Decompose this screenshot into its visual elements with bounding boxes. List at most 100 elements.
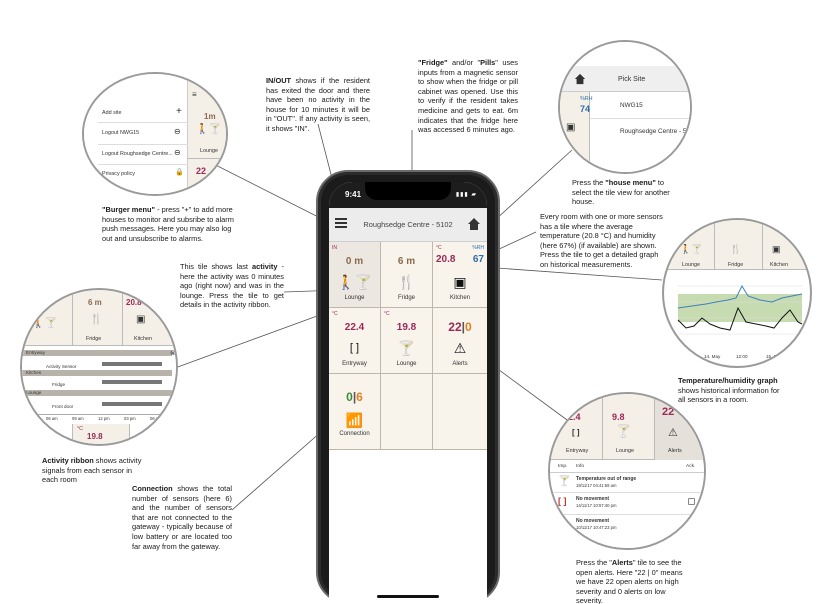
menu-logout-roughsedge[interactable]: Logout Roughsedge Centre... bbox=[102, 151, 173, 157]
lounge-temp: 19.8 bbox=[87, 432, 103, 441]
status-time: 9:41 bbox=[345, 190, 362, 199]
tile-label: Kitchen bbox=[134, 336, 152, 342]
line-graph bbox=[496, 267, 663, 281]
alerts-tiles: 2.4 [ ] Entryway 9.8 🍸 Lounge 22 ⚠ Alert… bbox=[550, 394, 704, 460]
warning-icon: ⚠ bbox=[453, 340, 467, 356]
phone-frame: 9:41 ▮▮▮ ▰ Roughsedge Centre - 5102 IN 0… bbox=[316, 170, 500, 604]
cocktail-icon: 🍸 bbox=[616, 424, 631, 438]
alerts-count: 22|0 bbox=[448, 320, 472, 334]
hum-unit: %RH bbox=[472, 245, 484, 251]
house-menu-icon[interactable] bbox=[467, 217, 481, 231]
signal-icon: ▮▮▮ ▰ bbox=[455, 192, 477, 198]
site-item[interactable]: Roughsedge Centre - 51 bbox=[620, 128, 690, 135]
ribbon-time: 06 am bbox=[46, 416, 58, 421]
tile-label: Fridge bbox=[728, 262, 744, 268]
ribbon-time: 06 pm bbox=[150, 416, 162, 421]
ribbon-room: Entryway bbox=[26, 350, 45, 355]
tile-label: Fridge bbox=[86, 336, 102, 342]
plus-icon[interactable]: + bbox=[176, 106, 182, 117]
burger-bg-tiles: ≡ 1m 🚶🍸 Lounge 22 bbox=[188, 74, 226, 194]
tile-value: 1m bbox=[204, 112, 216, 121]
ack-checkbox[interactable] bbox=[688, 498, 695, 505]
menu-privacy-policy[interactable]: Privacy policy bbox=[102, 171, 135, 177]
person-cocktail-icon: 🚶🍸 bbox=[32, 318, 57, 329]
close-icon[interactable]: ⊗ bbox=[170, 350, 176, 357]
note-house-menu: Press the "house menu" to select the til… bbox=[572, 178, 670, 207]
temp-unit: °C bbox=[436, 245, 442, 251]
note-burger-menu: "Burger menu" - press "+" to add more ho… bbox=[102, 205, 234, 243]
alert-date: 19/11/17 04:41:59 am bbox=[576, 483, 617, 488]
fork-knife-icon: 🍴 bbox=[397, 274, 416, 290]
site-title: Roughsedge Centre - 5102 bbox=[363, 220, 453, 229]
tile-connection[interactable]: 0|6 📶 Connection bbox=[329, 374, 381, 450]
app-header: Roughsedge Centre - 5102 bbox=[329, 208, 487, 242]
note-in-out: IN/OUT shows if the resident has exited … bbox=[266, 76, 370, 133]
tile-label: Lounge bbox=[616, 448, 634, 454]
tile-kitchen[interactable]: °C %RH 20.8 67 ▣ Kitchen bbox=[433, 242, 487, 308]
lounge-temp: 19.8 bbox=[396, 322, 417, 333]
door-sensor-icon: [ ] bbox=[558, 496, 567, 506]
cocktail-icon: 🍸 bbox=[397, 340, 416, 356]
oven-icon: ▣ bbox=[566, 122, 576, 133]
pick-site-panel: Pick Site %RH 74 ▣ NWG15 Roughsedge Cent… bbox=[560, 42, 690, 172]
note-fridge-pills: "Fridge" and/or "Pills" uses inputs from… bbox=[418, 58, 518, 135]
logout-icon[interactable]: ⊖ bbox=[174, 148, 181, 157]
alert-title[interactable]: Temperature out of range bbox=[576, 476, 637, 482]
logout-icon[interactable]: ⊖ bbox=[174, 127, 181, 136]
hum-value: 74 bbox=[580, 104, 591, 114]
alerts-high: 22 bbox=[662, 406, 675, 418]
graph-zoom: 🚶🍸 Lounge 🍴 Fridge ▣ Kitchen 14. May 12:… bbox=[662, 218, 812, 368]
burger-menu-icon[interactable] bbox=[335, 218, 347, 228]
oven-icon: ▣ bbox=[136, 314, 146, 325]
fridge-minutes: 6 m bbox=[397, 256, 416, 267]
thermometer-icon: 🍸 bbox=[558, 476, 571, 487]
tile-lounge-activity[interactable]: IN 0 m 🚶🍸 Lounge bbox=[329, 242, 381, 308]
tile-alerts[interactable]: 22|0 ⚠ Alerts bbox=[433, 308, 487, 374]
tile-grid: IN 0 m 🚶🍸 Lounge 6 m 🍴 Fridge °C %RH 20.… bbox=[329, 242, 487, 450]
alert-title[interactable]: No movement bbox=[576, 518, 610, 524]
tile-empty bbox=[381, 374, 433, 450]
activity-minutes: 0 m bbox=[345, 256, 364, 267]
col-ack: Ack. bbox=[686, 464, 696, 469]
house-menu-zoom: Pick Site %RH 74 ▣ NWG15 Roughsedge Cent… bbox=[558, 40, 692, 174]
entryway-temp: 22.4 bbox=[344, 322, 365, 333]
entryway-temp: 2.4 bbox=[568, 412, 581, 422]
person-cocktail-icon: 🚶🍸 bbox=[196, 124, 221, 135]
ribbon-room: Kitchen bbox=[26, 370, 42, 375]
tile-label: Lounge bbox=[200, 148, 218, 154]
connection-count: 0|6 bbox=[346, 390, 363, 404]
tile-label: Alerts bbox=[668, 448, 682, 454]
menu-add-site[interactable]: Add site bbox=[102, 110, 122, 116]
kitchen-hum: 67 bbox=[472, 254, 484, 265]
ribbon-time: 03 pm bbox=[124, 416, 136, 421]
ribbon-panel: Entryway ⊗ Activity Sensor Kitchen Fridg… bbox=[22, 348, 176, 424]
menu-logout-nwg15[interactable]: Logout NWG15 bbox=[102, 130, 140, 136]
person-cocktail-icon: 🚶🍸 bbox=[680, 244, 703, 254]
oven-icon: ▣ bbox=[453, 274, 467, 290]
tile-fridge[interactable]: 6 m 🍴 Fridge bbox=[381, 242, 433, 308]
lounge-temp: 9.8 bbox=[612, 412, 625, 422]
status-bar: 9:41 ▮▮▮ ▰ bbox=[329, 182, 487, 208]
graph-tiles: 🚶🍸 Lounge 🍴 Fridge ▣ Kitchen bbox=[664, 220, 810, 270]
warning-icon: ⚠ bbox=[668, 427, 678, 439]
note-activity-ribbon: Activity ribbon shows activity signals f… bbox=[42, 456, 142, 485]
house-icon[interactable] bbox=[574, 73, 586, 85]
ribbon-sensor: Fridge bbox=[52, 382, 66, 387]
temp-unit: °C bbox=[332, 311, 338, 317]
alert-title[interactable]: No movement bbox=[576, 496, 610, 502]
temp-unit: °C bbox=[384, 311, 390, 317]
tile-label: Entryway bbox=[566, 448, 589, 454]
door-sensor-icon: [ ] bbox=[349, 342, 360, 354]
activity-ribbon-zoom: 🚶🍸 6 m 🍴 Fridge 20.8 ▣ Kitchen Entryway … bbox=[20, 288, 178, 446]
alert-date: 10/11/17 10:47:23 pm bbox=[576, 525, 617, 530]
site-item[interactable]: NWG15 bbox=[620, 102, 643, 109]
tile-entryway[interactable]: °C 22.4 [ ] Entryway bbox=[329, 308, 381, 374]
ack-checkbox[interactable] bbox=[688, 520, 695, 527]
ribbon-time: 12 pm bbox=[98, 416, 110, 421]
tile-lounge-temp[interactable]: °C 19.8 🍸 Lounge bbox=[381, 308, 433, 374]
burger-menu-zoom: Add site + Logout NWG15 ⊖ Logout Roughse… bbox=[82, 72, 228, 196]
fridge-value: 6 m bbox=[88, 298, 102, 307]
temp-humidity-graph bbox=[677, 284, 803, 335]
line-ribbon bbox=[174, 311, 329, 369]
temp-unit: °C bbox=[77, 426, 84, 432]
